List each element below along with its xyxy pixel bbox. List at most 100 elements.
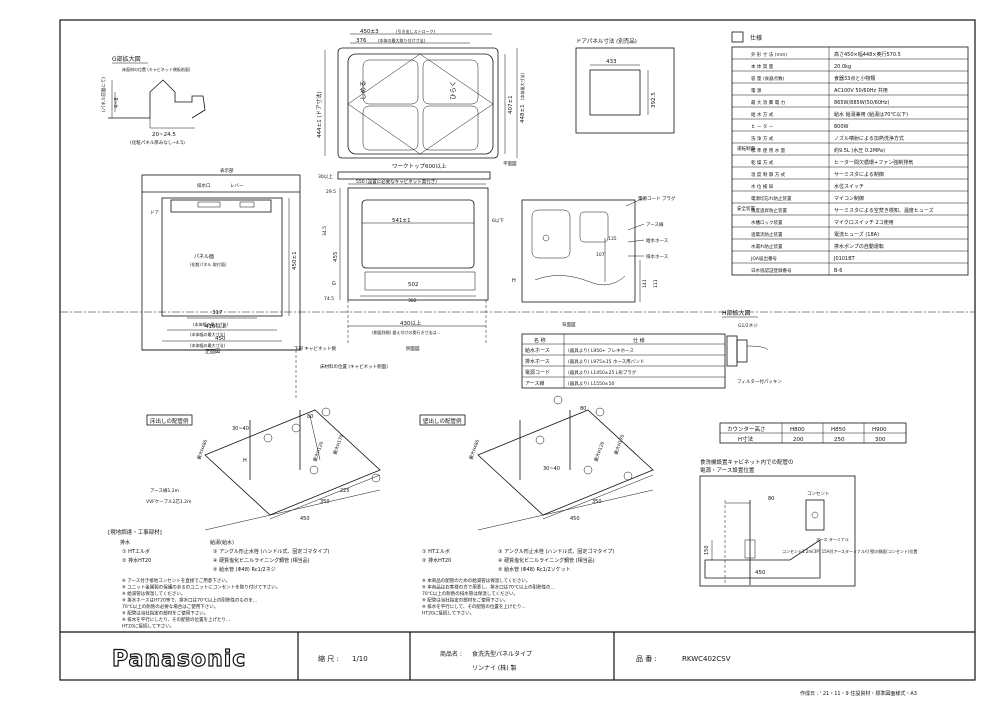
top-dim-448: 448±1 bbox=[520, 104, 526, 123]
top-dim-444: 444±1 (ドア寸法) bbox=[315, 91, 323, 138]
cabinet-dim-450: 450 bbox=[755, 570, 766, 576]
spec-row-label: 給 水 方 式 bbox=[751, 111, 774, 118]
door-panel-title: ドアパネル寸法 (別売品) bbox=[576, 37, 637, 45]
product-label: 商品名 : bbox=[440, 650, 462, 658]
spec-row-label: 水槽ロック装置 bbox=[751, 219, 783, 226]
side-dim-502: 502 bbox=[408, 282, 419, 288]
site-note-left: ※ 給湯管は保温してください。 bbox=[122, 590, 185, 597]
side-dim-6: 6以下 bbox=[492, 218, 504, 224]
spec-row-label: 電源切忘れ防止装置 bbox=[751, 195, 792, 202]
piping-wall-dim-350: 350 bbox=[592, 499, 602, 505]
site-item-left: ③ アングル形止水栓 (ハンドル式、固定ゴマタイプ) bbox=[213, 548, 329, 555]
site-item-right: ② 排水HT20 bbox=[422, 557, 451, 564]
control-panel bbox=[170, 199, 272, 213]
scale-label: 縮 尺 : bbox=[318, 654, 339, 663]
lever-label: レバー bbox=[230, 183, 244, 189]
piping-floor-dim-80: 80 bbox=[307, 414, 313, 420]
piping-floor-dim-450: 450 bbox=[300, 516, 310, 522]
panel-note: (化粧パネル 取付面) bbox=[190, 261, 227, 267]
counter-row-2: 250 bbox=[834, 437, 845, 443]
dim-450-note: (本体幅の最大寸法) bbox=[190, 342, 226, 348]
model-value: RKWC402CSV bbox=[682, 655, 731, 663]
top-dim-450: 450±3 bbox=[360, 29, 379, 35]
h-detail-title: H部拡大図 bbox=[722, 309, 751, 317]
spec-row-label: 温度過昇防止装置 bbox=[751, 207, 787, 214]
g-detail: G部拡大図 床面材の位置 (キャビネット側板前面) (パネル前面にて) 4~8 … bbox=[100, 55, 206, 146]
top-dim-448-note: (本体最大寸法) bbox=[519, 72, 525, 100]
back-body bbox=[521, 199, 636, 303]
side-dim-34: 34.5 bbox=[322, 226, 328, 236]
cabinet-dim-150: 150 bbox=[704, 545, 710, 555]
side-dim-541: 541±1 bbox=[392, 218, 411, 224]
piping-floor-dim-h: H bbox=[243, 458, 247, 464]
spec-title: 仕様 bbox=[750, 34, 762, 42]
hose-row-name: 電源コード bbox=[525, 369, 550, 376]
outlet-label: コンセント bbox=[807, 491, 830, 497]
scale-value: 1/10 bbox=[352, 655, 368, 663]
lever-handle bbox=[239, 201, 255, 208]
piping-floor-title: 床出しの配管例 bbox=[150, 417, 189, 425]
spec-row-label: JQA届出番号 bbox=[750, 255, 777, 262]
earth-label: アース線 bbox=[646, 221, 664, 228]
spec-row-label: 最 大 消 費 電 力 bbox=[751, 99, 786, 106]
counter-head-0: カウンター高さ bbox=[727, 425, 766, 433]
cabinet-floor-label: 下部 キャビネット側 bbox=[294, 345, 336, 352]
spec-row-value: ノズル噴射による加熱洗浄方式 bbox=[834, 135, 904, 142]
top-dim-407: 407±1 bbox=[508, 95, 514, 114]
spec-row-label: ヒ ー タ ー bbox=[751, 123, 774, 130]
spec-row-value: 800W bbox=[834, 124, 849, 130]
hose-row-spec: (器具より) L1550±50 bbox=[568, 381, 614, 387]
cabinet-note: 床材料の位置 (キャビネット側面) bbox=[320, 363, 388, 370]
top-dim-450-note: (引き出しストローク) bbox=[396, 28, 436, 34]
dim-317-note: (本体幅の最大寸法) bbox=[193, 321, 229, 327]
spec-group-label-2: 安全装置 bbox=[737, 205, 755, 212]
site-right-head: 給湯(給水) bbox=[210, 539, 234, 546]
cabinet-note: コンセント1.2m(3P) 15A付アースターミナル付 壁の側面(コンセント)位… bbox=[782, 548, 917, 554]
spec-row-label: 標 準 使 用 水 量 bbox=[751, 147, 786, 154]
counter-head-2: H850 bbox=[831, 427, 846, 433]
door-panel-width: 433 bbox=[606, 59, 617, 65]
door-panel-height: 392.5 bbox=[651, 92, 657, 108]
dim-317: 317 bbox=[212, 310, 223, 316]
spec-row-label: 水漏れ防止装置 bbox=[751, 243, 783, 250]
cabinet-diagram-title-2: 電源・アース設置位置 bbox=[700, 466, 755, 474]
side-dim-550: 550 (設置に必要なキャビネット奥行き) bbox=[356, 178, 437, 185]
piping-floor-earth: アース線1.2m bbox=[150, 487, 179, 494]
lid-text-left: しめる bbox=[359, 81, 367, 101]
back-dim-135: 135 bbox=[608, 236, 617, 242]
piping-wall-dim-30-40: 30~40 bbox=[543, 466, 560, 472]
earth-terminal-label: アース ターミナル bbox=[816, 536, 849, 542]
counter-row-3: 300 bbox=[875, 437, 886, 443]
counter-row-0: H寸法 bbox=[738, 435, 754, 443]
top-dim-376-note: (本体の最大取り付け寸法) bbox=[378, 37, 426, 43]
front-mode-label: 正面図 bbox=[205, 349, 220, 355]
g-detail-dim: 20~24.5 bbox=[152, 132, 176, 138]
lid-text-right: ひらく bbox=[449, 81, 457, 101]
side-dim-30: 30以上 bbox=[318, 173, 333, 180]
sheet-border bbox=[59, 19, 976, 681]
side-dim-382: 382 bbox=[408, 298, 417, 304]
g-detail-dim-note: (化粧パネル厚みなし~4.5) bbox=[130, 139, 185, 146]
hose-row-spec: (器具より) L950+ フレキホース bbox=[568, 348, 634, 354]
site-item-left: ④ 硬質塩化ビニルライニング鋼管 (相当品) bbox=[213, 557, 310, 564]
footer-info: 作成日 : ' 21・11・9 住設資材・標準図面様式・A3 bbox=[800, 690, 917, 697]
spec-row-label: 外 形 寸 法 (mm) bbox=[751, 51, 787, 58]
dim-450: 450 bbox=[215, 336, 226, 342]
top-view: 450±3 (引き出しストローク) 376 (本体の最大取り付け寸法) しめる … bbox=[315, 28, 526, 167]
site-note-right: HT20に接続して下さい。 bbox=[422, 610, 474, 617]
counter-head-3: H900 bbox=[872, 427, 887, 433]
piping-wall-dim-80: 80 bbox=[580, 406, 586, 412]
site-note-right: ※ 配管は当社指定の部材をご使用下さい。 bbox=[422, 597, 508, 604]
hose-row-spec: (器具より) L1450±25 L形プラグ bbox=[568, 369, 637, 376]
spec-row-value: サーミスタによる制御 bbox=[834, 171, 884, 178]
front-height-dim: 450±1 bbox=[292, 251, 298, 270]
piping-floor: 床出しの配管例 30~40 80 最大H120 最大H170 最大H480 H … bbox=[146, 407, 381, 531]
hose-row-name: アース線 bbox=[525, 380, 544, 387]
counter-head-1: H800 bbox=[790, 427, 805, 433]
site-note-right: ※ 本商品の配管のための給湯管は保温してください。 bbox=[422, 577, 530, 584]
back-view: 135 107 141 111 H 電源コード プラグ アース線 給水ホース 排… bbox=[512, 195, 676, 328]
spec-row-value: サーミスタによる空焚き検知、温度ヒューズ bbox=[834, 207, 934, 214]
dim-410: 410以上 bbox=[205, 322, 227, 330]
door-label: ドア bbox=[150, 210, 159, 216]
